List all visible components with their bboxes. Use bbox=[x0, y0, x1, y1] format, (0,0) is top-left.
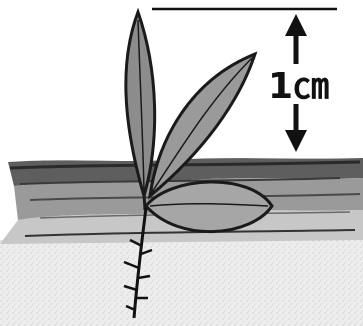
soil-ground bbox=[0, 236, 363, 326]
seedling-stem bbox=[144, 194, 145, 210]
arrow-down-icon bbox=[285, 130, 307, 152]
arrow-up-icon bbox=[285, 14, 307, 36]
measurement-label: 1㎝ bbox=[268, 66, 329, 107]
